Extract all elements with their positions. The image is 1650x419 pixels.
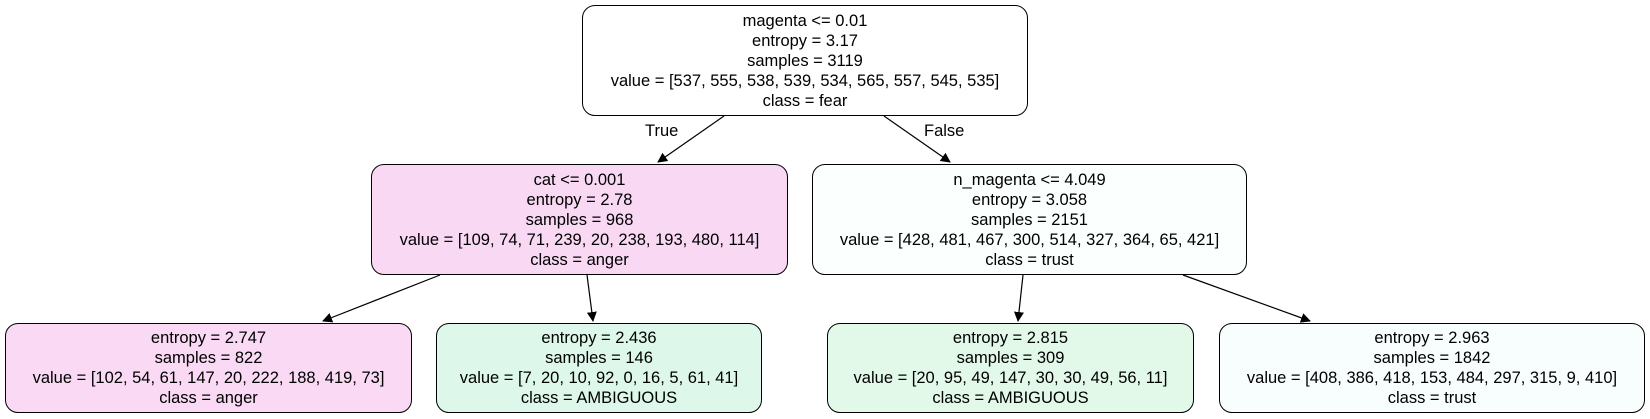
node-entropy: entropy = 3.17 [752,31,858,50]
node-samples: samples = 822 [154,349,263,367]
node-entropy: entropy = 2.815 [952,329,1069,347]
tree-leaf-right-right: entropy = 2.963 samples = 1842 value = [… [1219,323,1645,413]
edge-label-false: False [924,122,965,140]
tree-node-left: cat <= 0.001 entropy = 2.78 samples = 96… [371,164,788,275]
edge-label-true: True [645,122,679,140]
node-samples: samples = 1842 [1373,349,1491,367]
node-class: class = AMBIGUOUS [520,389,678,407]
node-entropy: entropy = 2.963 [1374,329,1490,347]
node-class: class = trust [985,250,1074,269]
edge-right-to-rr [1182,274,1311,323]
edge-root-to-left [657,115,725,163]
node-entropy: entropy = 2.78 [526,190,633,209]
node-class: class = anger [159,389,258,407]
node-value: value = [102, 54, 61, 147, 20, 222, 188,… [32,369,385,387]
node-samples: samples = 309 [956,349,1065,367]
tree-leaf-left-left: entropy = 2.747 samples = 822 value = [1… [5,323,412,413]
node-samples: samples = 3119 [747,51,863,70]
node-value: value = [109, 74, 71, 239, 20, 238, 193,… [399,230,760,249]
node-value: value = [428, 481, 467, 300, 514, 327, 3… [839,230,1220,249]
node-value: value = [408, 386, 418, 153, 484, 297, 3… [1246,369,1618,387]
node-entropy: entropy = 2.747 [150,329,267,347]
node-class: class = trust [1387,389,1477,407]
node-samples: samples = 968 [525,210,634,229]
node-value: value = [20, 95, 49, 147, 30, 30, 49, 56… [853,369,1168,387]
node-class: class = fear [762,91,848,110]
node-value: value = [537, 555, 538, 539, 534, 565, 5… [610,71,1000,90]
tree-node-root: magenta <= 0.01 entropy = 3.17 samples =… [582,5,1028,116]
node-samples: samples = 2151 [971,210,1088,229]
node-value: value = [7, 20, 10, 92, 0, 16, 5, 61, 41… [459,369,739,387]
node-entropy: entropy = 2.436 [541,329,657,347]
edge-left-to-lr [586,274,597,322]
tree-node-right: n_magenta <= 4.049 entropy = 3.058 sampl… [812,164,1247,275]
tree-leaf-left-right: entropy = 2.436 samples = 146 value = [7… [436,323,762,413]
node-split-condition: cat <= 0.001 [533,170,626,189]
edge-left-to-ll [322,274,441,323]
tree-leaf-right-left: entropy = 2.815 samples = 309 value = [2… [827,323,1194,413]
edge-root-to-right [883,115,951,163]
node-split-condition: n_magenta <= 4.049 [953,170,1106,189]
node-class: class = anger [530,250,629,269]
node-entropy: entropy = 3.058 [971,190,1088,209]
edge-right-to-rl [1014,274,1024,322]
node-split-condition: magenta <= 0.01 [742,11,868,30]
node-class: class = AMBIGUOUS [932,389,1089,407]
node-samples: samples = 146 [545,349,653,367]
